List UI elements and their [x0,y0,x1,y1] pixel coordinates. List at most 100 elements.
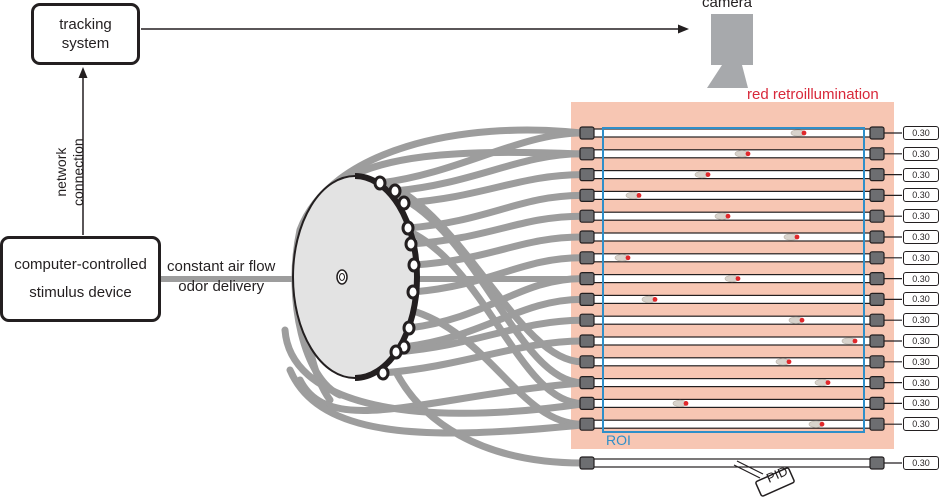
tube-readout-value: 0.30 [903,313,939,328]
behavior-tube [579,147,902,161]
tracking-line2: system [61,35,110,52]
manifold-port [402,320,416,336]
tube-outlet-cap [869,168,885,182]
manifold-port [401,220,415,236]
tube-inlet-cap [579,417,595,431]
air-hose [379,337,586,377]
behavior-tube [579,168,902,182]
air-hose [286,366,586,437]
tube-body [589,315,877,325]
fly [694,171,711,179]
tube-inlet-cap [579,334,595,348]
air-hose [392,316,586,356]
air-hoses [161,126,586,467]
odor-manifold [292,173,421,381]
tube-outlet-cap [869,355,885,369]
tube-inlet-cap [579,292,595,306]
fly-head [735,276,741,281]
behavior-tube [579,272,902,286]
behavior-tube [579,292,902,306]
fly [625,191,642,199]
illumination-label: red retroillumination [747,86,879,103]
fly-head [794,234,800,240]
network-line1: network [53,147,69,197]
tube-readout-value: 0.30 [903,209,939,224]
air-hose [410,233,586,269]
fly [734,150,751,158]
air-hose [382,179,586,366]
behavior-tube [579,355,902,369]
tube-readout-value: 0.30 [903,375,939,390]
tube-body [589,378,877,388]
tube-outlet-cap [869,209,885,223]
tube-inlet-cap [579,272,595,286]
manifold-port [406,284,420,300]
tube-readout-value: 0.30 [903,396,939,411]
behavior-tube [579,209,902,223]
tube-readout-value: 0.30 [903,126,939,140]
fly-head [652,297,658,302]
manifold-port [373,175,387,191]
tube-outlet-cap [869,417,885,431]
tube-outlet-cap [869,188,885,202]
tube-inlet-cap [579,126,595,140]
camera-label: camera [702,0,753,11]
tube-inlet-cap [579,168,595,182]
tracking-system-box: tracking system [31,3,140,65]
tube-outlet-cap [869,456,885,470]
tube-outlet-cap [869,334,885,348]
tube-array [579,126,902,470]
tube-readout-value: 0.30 [903,167,939,182]
fly [814,379,831,387]
fly-head [636,193,642,198]
pid-tube [579,456,902,470]
tube-readout-value: 0.30 [903,292,939,307]
tube-inlet-cap [579,313,595,327]
fly-head [819,421,825,427]
air-hose [281,326,586,417]
tube-body [589,170,877,180]
manifold-inlet [336,269,348,285]
manifold-port [388,183,402,199]
manifold-port [397,195,411,211]
air-hose [394,192,586,387]
air-hose [402,226,586,407]
tube-outlet-cap [869,230,885,244]
tube-outlet-cap [869,147,885,161]
air-hose [400,295,586,351]
network-line2: connection [70,138,86,206]
fly-head [801,130,807,136]
air-hose [406,306,586,428]
tube-readout-value: 0.30 [903,334,939,348]
tube-readout-value: 0.30 [903,146,939,161]
tube-body [589,419,877,429]
fly-head [683,401,689,406]
tube-outlet-cap [869,251,885,265]
tube-body [589,458,877,468]
airflow-label: constant air flow odor delivery [167,257,275,297]
camera-icon [707,14,753,88]
tube-inlet-cap [579,251,595,265]
behavior-tube [579,251,902,265]
fly [724,275,741,283]
behavior-tube [579,313,902,327]
network-connection-label: network connection [53,138,87,206]
tube-body [589,149,877,159]
roi-label: ROI [606,432,631,448]
fly [841,337,858,345]
tube-readout-value: 0.30 [903,230,939,244]
fly-head [786,359,792,365]
pid-probe [733,460,795,497]
tube-body [589,398,877,408]
fly [714,212,731,220]
tube-outlet-cap [869,126,885,140]
tube-readout-value: 0.30 [903,456,939,470]
tube-body [589,128,877,138]
air-hose [400,171,586,207]
tube-inlet-cap [579,456,595,470]
tube-readout-value: 0.30 [903,188,939,203]
tube-readout-value: 0.30 [903,417,939,432]
fly-head [625,255,631,261]
tracking-line1: tracking [59,16,112,33]
tube-inlet-cap [579,230,595,244]
